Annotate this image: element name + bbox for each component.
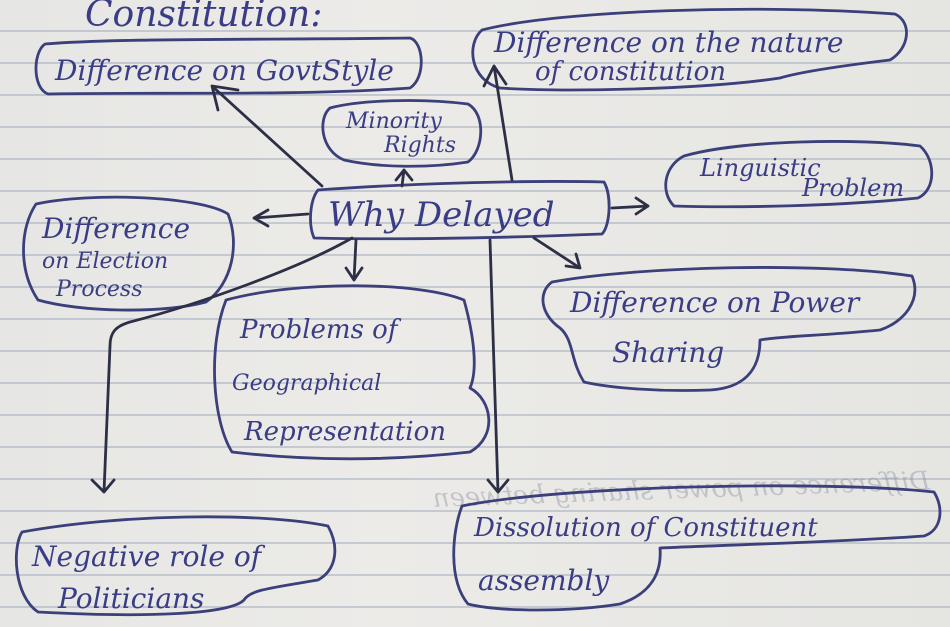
arrow-to-govt-style — [210, 84, 324, 188]
node-govt-style-label: Difference on GovtStyle — [54, 54, 394, 87]
node-nature-label-2: of constitution — [535, 57, 726, 87]
node-election-label-3: Process — [55, 277, 143, 302]
node-dissolution-label-2: assembly — [478, 564, 610, 597]
bleed-through-text: Difference on power sharing between — [432, 467, 931, 514]
arrow-to-power — [532, 236, 582, 270]
node-power-label-2: Sharing — [612, 336, 724, 369]
node-minority: Minority Rights — [321, 99, 483, 168]
node-election: Difference on Election Process — [22, 195, 235, 312]
node-politicians-label-2: Politicians — [57, 582, 204, 615]
node-politicians-label-1: Negative role of — [31, 540, 266, 573]
node-linguistic: Linguistic Problem — [664, 140, 934, 209]
node-nature-label-1: Difference on the nature — [493, 26, 843, 59]
arrow-to-dissolution — [486, 238, 510, 494]
node-center: Why Delayed — [309, 180, 611, 241]
arrow-to-politicians — [90, 236, 354, 494]
node-linguistic-label-1: Linguistic — [699, 154, 821, 182]
node-election-label-2: on Election — [42, 249, 168, 274]
arrow-to-nature — [482, 64, 514, 182]
node-geographical-label-2: Geographical — [232, 371, 381, 396]
arrow-to-minority — [394, 168, 414, 188]
node-geographical-label-1: Problems of — [239, 315, 402, 345]
node-govt-style: Difference on GovtStyle — [34, 36, 423, 96]
node-minority-label-1: Minority — [345, 109, 442, 134]
node-minority-label-2: Rights — [383, 133, 456, 158]
arrow-to-election — [252, 208, 310, 228]
page-title: Constitution: — [85, 0, 322, 35]
node-nature: Difference on the nature of constitution — [471, 7, 908, 92]
node-politicians: Negative role of Politicians — [15, 515, 337, 617]
node-power: Difference on Power Sharing — [541, 266, 917, 392]
node-linguistic-label-2: Problem — [801, 174, 904, 202]
node-geographical-label-3: Representation — [243, 417, 446, 447]
node-power-label-1: Difference on Power — [569, 286, 861, 319]
arrow-to-linguistic — [610, 196, 650, 216]
node-dissolution: Dissolution of Constituent assembly — [452, 484, 942, 612]
node-center-label: Why Delayed — [328, 195, 554, 235]
node-geographical: Problems of Geographical Representation — [213, 284, 491, 461]
node-election-label-1: Difference — [41, 212, 190, 245]
node-dissolution-label-1: Dissolution of Constituent — [473, 513, 818, 543]
arrow-to-geographical — [344, 238, 364, 282]
